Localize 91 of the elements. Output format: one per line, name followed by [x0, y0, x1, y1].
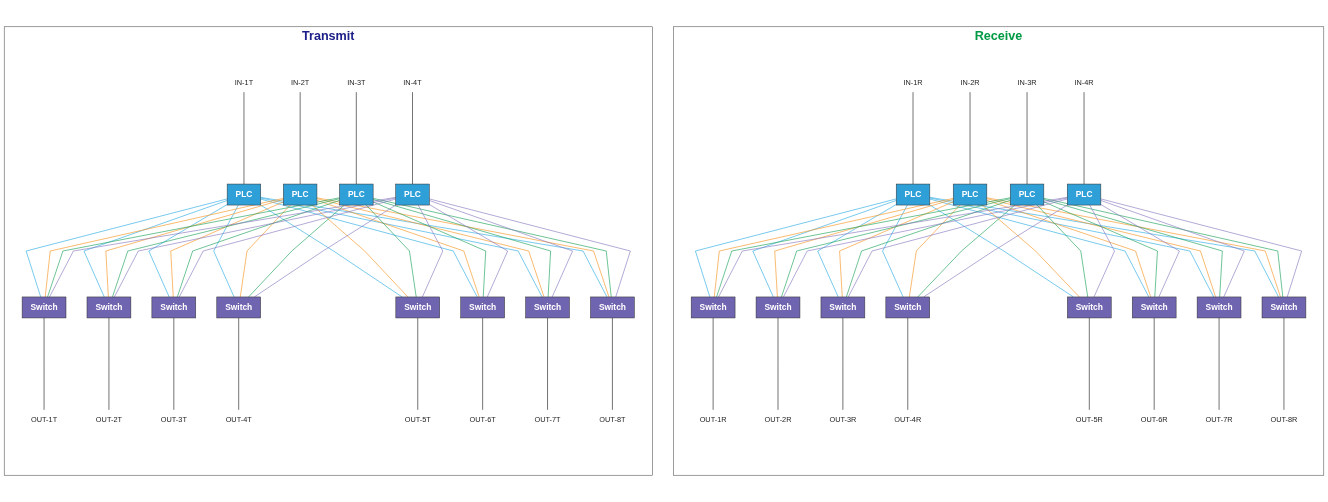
node-box: Switch: [1067, 296, 1112, 319]
connector: [412, 91, 413, 185]
connector: [986, 197, 1281, 298]
connector: [716, 197, 1011, 298]
node-box: PLC: [952, 183, 988, 206]
connector: [316, 200, 480, 298]
connector: [148, 204, 228, 298]
connector: [783, 197, 1068, 298]
node-box: Switch: [885, 296, 930, 319]
connector: [429, 204, 508, 298]
connector: [981, 204, 1080, 298]
node-box: Switch: [21, 296, 67, 319]
connector: [817, 204, 897, 298]
connector: [1089, 204, 1115, 298]
connector: [47, 197, 340, 298]
connector: [213, 204, 239, 298]
node-box: PLC: [226, 183, 262, 206]
node-box: Switch: [460, 296, 505, 319]
node-box: PLC: [283, 183, 318, 206]
connector: [170, 201, 284, 298]
node-box: PLC: [1009, 183, 1045, 206]
connector: [429, 198, 631, 298]
connector: [112, 198, 340, 298]
connector: [311, 204, 409, 298]
connector: [612, 317, 613, 411]
connector: [1043, 199, 1223, 298]
node-box: Switch: [151, 296, 197, 319]
node-box: Switch: [1131, 296, 1177, 319]
node-box: Switch: [820, 296, 866, 319]
connector: [1043, 201, 1158, 298]
connector: [83, 200, 228, 298]
connector: [44, 198, 284, 298]
connector: [774, 199, 954, 298]
connector: [752, 200, 897, 298]
connector: [372, 198, 612, 298]
node-box: Switch: [690, 296, 736, 319]
node-box: PLC: [1066, 183, 1102, 206]
connector: [239, 204, 291, 298]
connector: [848, 198, 1068, 298]
connector: [372, 199, 551, 298]
connector: [482, 317, 483, 411]
node-box: Switch: [216, 296, 261, 319]
connector: [248, 204, 345, 298]
connector: [929, 197, 1214, 298]
connector: [365, 204, 417, 298]
node-box: Switch: [86, 296, 132, 319]
node-box: Switch: [395, 296, 440, 319]
connector: [178, 198, 397, 298]
connector: [839, 201, 954, 298]
connector: [929, 197, 1279, 298]
connector: [909, 204, 961, 298]
connector: [1100, 200, 1245, 298]
connector: [695, 198, 897, 298]
connector: [49, 197, 397, 298]
node-box: Switch: [1196, 296, 1242, 319]
connector: [25, 198, 228, 298]
connector: [260, 197, 543, 298]
connector: [177, 200, 340, 298]
connector: [713, 198, 954, 298]
connector: [986, 198, 1216, 298]
connector: [114, 197, 397, 298]
connector: [1036, 204, 1089, 298]
node-box: PLC: [395, 183, 430, 206]
node-box: Switch: [590, 296, 635, 319]
node-box: Switch: [1261, 296, 1307, 319]
node-box: PLC: [339, 183, 374, 206]
node-box: PLC: [895, 183, 931, 206]
connector: [1100, 204, 1180, 298]
connector: [316, 198, 545, 298]
connector: [781, 198, 1011, 298]
connector: [316, 197, 610, 298]
connector: [929, 198, 1150, 298]
connector: [260, 197, 608, 298]
connector: [372, 201, 487, 298]
connector: [105, 199, 284, 298]
connector: [260, 198, 478, 298]
connector: [986, 199, 1152, 298]
connector: [846, 199, 1011, 298]
connector: [882, 204, 908, 298]
connector: [917, 204, 1016, 298]
connector: [1100, 198, 1302, 298]
node-box: Switch: [525, 296, 570, 319]
connector: [356, 91, 357, 185]
connector: [429, 200, 573, 298]
connector: [547, 317, 548, 411]
node-box: Switch: [755, 296, 801, 319]
connector: [417, 204, 444, 298]
connector: [1089, 317, 1090, 411]
connector: [238, 317, 239, 411]
connector: [1043, 198, 1284, 298]
connector: [718, 197, 1068, 298]
